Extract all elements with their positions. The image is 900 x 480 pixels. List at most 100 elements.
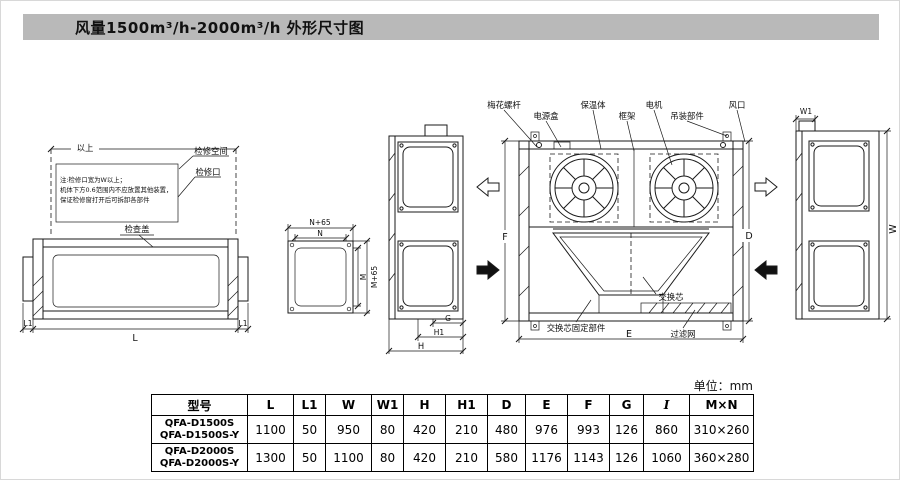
table-cell: 1176 xyxy=(525,443,568,472)
air-vent-label: 风口 xyxy=(729,100,746,110)
inspection-cover-panel xyxy=(52,254,220,308)
model-name: QFA-D1500S xyxy=(164,417,235,429)
col-header-l1: L1 xyxy=(293,394,326,416)
table-cell: 976 xyxy=(525,415,568,444)
model-cell: QFA-D1500S QFA-D1500S-Y xyxy=(151,415,248,444)
col-header-d: D xyxy=(487,394,526,416)
motor-label: 电机 xyxy=(646,100,663,110)
unit-label: 单位：mm xyxy=(693,379,753,393)
airflow-arrow-bottom-left xyxy=(476,259,500,281)
table-cell: 1300 xyxy=(247,443,294,472)
airflow-arrows xyxy=(476,176,778,281)
table-cell: 50 xyxy=(293,443,326,472)
torx-screw-label: 梅花螺杆 xyxy=(487,100,521,110)
side-view-unit xyxy=(22,238,249,320)
dim-l1-left: L1 xyxy=(24,319,33,328)
top-collar xyxy=(424,124,448,137)
right-end-view xyxy=(795,120,880,320)
model-name: QFA-D2000S-Y xyxy=(159,457,240,469)
table-cell: 480 xyxy=(487,415,526,444)
power-box xyxy=(553,141,571,150)
fan-left xyxy=(549,153,619,223)
table-cell: 1100 xyxy=(247,415,294,444)
table-cell: 126 xyxy=(609,415,644,444)
table-cell: 950 xyxy=(325,415,372,444)
above-label: 以上 xyxy=(77,143,94,153)
col-header-h: H xyxy=(403,394,446,416)
table-cell: 420 xyxy=(403,443,446,472)
filter-mesh xyxy=(640,302,732,314)
inspection-cover-label: 检查盖 xyxy=(124,224,149,234)
note-line-3: 保证检修窗打开后可拆卸各部件 xyxy=(60,195,150,204)
exchange-core-label: 交换芯 xyxy=(658,292,683,302)
dim-n: N xyxy=(317,229,323,238)
table-cell: 420 xyxy=(403,415,446,444)
dim-g: G xyxy=(445,314,451,323)
dim-l: L xyxy=(132,333,138,344)
table-cell: 580 xyxy=(487,443,526,472)
table-cell: 80 xyxy=(371,443,404,472)
note-box xyxy=(55,163,179,223)
table-cell: 860 xyxy=(643,415,690,444)
extension-lines xyxy=(22,115,891,354)
table-cell: 126 xyxy=(609,443,644,472)
dim-l1-right: L1 xyxy=(239,319,248,328)
fan-right xyxy=(649,153,719,223)
model-name: QFA-D1500S-Y xyxy=(159,429,240,441)
table-cell: 80 xyxy=(371,415,404,444)
torx-screw xyxy=(536,142,542,148)
casing-label: 保温体 xyxy=(580,100,606,110)
filter-label: 过滤网 xyxy=(670,329,695,339)
model-name: QFA-D2000S xyxy=(164,445,235,457)
col-header-h1: H1 xyxy=(445,394,488,416)
table-cell: 210 xyxy=(445,443,488,472)
hanging-part-label: 吊装部件 xyxy=(670,111,704,121)
col-header-f: F xyxy=(567,394,610,416)
model-cell: QFA-D2000S QFA-D2000S-Y xyxy=(151,443,248,472)
airflow-arrow-top-left xyxy=(476,176,500,198)
dim-h1: H1 xyxy=(434,328,445,337)
dim-d: D xyxy=(745,231,752,242)
duct-collar-left xyxy=(22,256,34,302)
table-row: QFA-D2000S QFA-D2000S-Y 1300 50 1100 80 … xyxy=(151,443,754,472)
table-cell: 310×260 xyxy=(689,415,754,444)
airflow-arrow-top-right xyxy=(754,176,778,198)
service-space-label: 检修空间 xyxy=(194,146,228,156)
left-end-view xyxy=(388,124,464,320)
dim-w: W xyxy=(888,224,899,234)
table-cell: 50 xyxy=(293,415,326,444)
col-header-i: I xyxy=(643,394,690,416)
leader-lines xyxy=(120,109,746,329)
duct-collar-right xyxy=(237,256,249,302)
col-header-e: E xyxy=(525,394,568,416)
frame-label: 框架 xyxy=(619,111,636,121)
table-header-row: 型号 L L1 W W1 H H1 D E F G I M×N xyxy=(151,394,754,416)
hatch-lines xyxy=(32,152,803,317)
access-port-label: 检修口 xyxy=(195,167,220,177)
table-cell: 360×280 xyxy=(689,443,754,472)
table-row: QFA-D1500S QFA-D1500S-Y 1100 50 950 80 4… xyxy=(151,415,754,444)
col-header-g: G xyxy=(609,394,644,416)
dim-w1: W1 xyxy=(800,107,812,116)
note-line-2: 机体下方0.6范围内不应放置其他装置， xyxy=(60,185,172,194)
col-header-w: W xyxy=(325,394,372,416)
title-bar: 风量1500m³/h-2000m³/h 外形尺寸图 xyxy=(23,14,879,40)
dim-n65: N+65 xyxy=(309,218,331,227)
service-space-boundary xyxy=(50,149,237,237)
power-box-label: 电源盒 xyxy=(533,111,559,121)
dim-m: M xyxy=(359,274,368,280)
main-section-view xyxy=(518,131,744,331)
top-collar xyxy=(798,120,816,132)
dim-m65: M+65 xyxy=(370,266,379,289)
core-fixing-label: 交换芯固定部件 xyxy=(547,323,606,333)
duct-opening-view xyxy=(287,240,354,314)
heat-exchange-core xyxy=(552,228,710,313)
table-cell: 210 xyxy=(445,415,488,444)
dim-e: E xyxy=(626,329,632,340)
page-title: 风量1500m³/h-2000m³/h 外形尺寸图 xyxy=(75,18,365,37)
hanging-parts xyxy=(530,131,732,331)
col-header-model: 型号 xyxy=(151,394,248,416)
dimension-table: 型号 L L1 W W1 H H1 D E F G I M×N QFA-D150… xyxy=(151,394,754,472)
